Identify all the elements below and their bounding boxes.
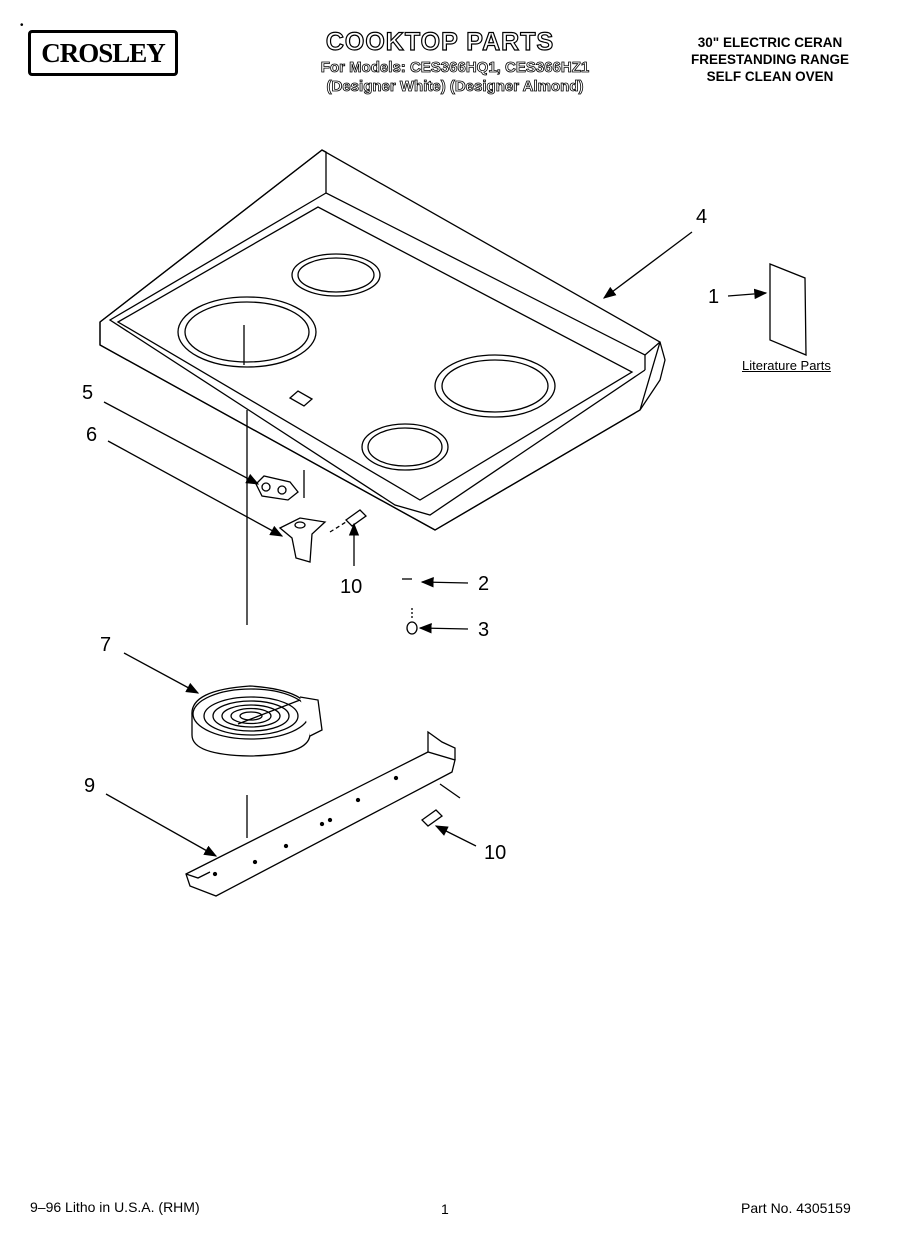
cooktop-glass-top <box>99 149 666 531</box>
model-info: For Models: CES366HQ1, CES366HZ1 (Design… <box>310 58 600 96</box>
burner-ring-front-left <box>177 296 317 368</box>
part-1-literature <box>769 263 807 356</box>
part-3-screw <box>406 608 418 635</box>
part-5-clip <box>255 470 305 501</box>
part-7-radiant-element <box>191 685 323 757</box>
part-9-support-bracket <box>185 730 461 897</box>
leader-2 <box>420 577 469 588</box>
callout-3: 3 <box>478 619 490 641</box>
leader-10-lower <box>434 825 477 847</box>
cooktop-indicator <box>288 390 314 407</box>
leader-4 <box>602 231 693 299</box>
callout-4: 4 <box>696 206 708 228</box>
product-description: 30" ELECTRIC CERAN FREESTANDING RANGE SE… <box>660 34 880 85</box>
part-6-bracket <box>278 517 327 563</box>
page-title: COOKTOP PARTS <box>325 27 555 56</box>
callout-2: 2 <box>478 573 490 595</box>
callout-7: 7 <box>100 634 112 656</box>
models-line-2: (Designer White) (Designer Almond) <box>326 78 584 96</box>
burner-ring-front-right <box>361 423 449 471</box>
product-line-3: SELF CLEAN OVEN <box>706 69 834 84</box>
callout-6: 6 <box>86 424 98 446</box>
callout-10-upper: 10 <box>340 576 363 598</box>
callout-9: 9 <box>84 775 96 797</box>
models-line-1: For Models: CES366HQ1, CES366HZ1 <box>320 59 590 77</box>
leader-5 <box>103 401 260 485</box>
leader-7 <box>123 652 200 694</box>
crosley-logo: CROSLEY <box>28 30 178 76</box>
leader-6 <box>107 440 284 537</box>
leader-9 <box>105 793 218 857</box>
part-10-screw-upper <box>329 509 368 533</box>
logo-mark: • <box>20 20 24 31</box>
footer-print-info: 9–96 Litho in U.S.A. (RHM) <box>30 1199 200 1215</box>
product-line-1: 30" ELECTRIC CERAN <box>697 35 843 50</box>
leader-3 <box>418 623 469 634</box>
logo-text: CROSLEY <box>41 37 166 68</box>
callout-10-lower: 10 <box>484 842 507 864</box>
part-10-screw-lower <box>420 809 444 827</box>
leader-1 <box>727 288 768 300</box>
burner-ring-back-left <box>291 253 381 297</box>
callout-5: 5 <box>82 382 94 404</box>
callout-1: 1 <box>708 286 720 308</box>
literature-parts-label: Literature Parts <box>742 358 831 373</box>
page-number: 1 <box>441 1201 449 1217</box>
burner-ring-back-right <box>434 354 556 418</box>
product-line-2: FREESTANDING RANGE <box>690 52 849 67</box>
part-number: Part No. 4305159 <box>741 1200 851 1216</box>
